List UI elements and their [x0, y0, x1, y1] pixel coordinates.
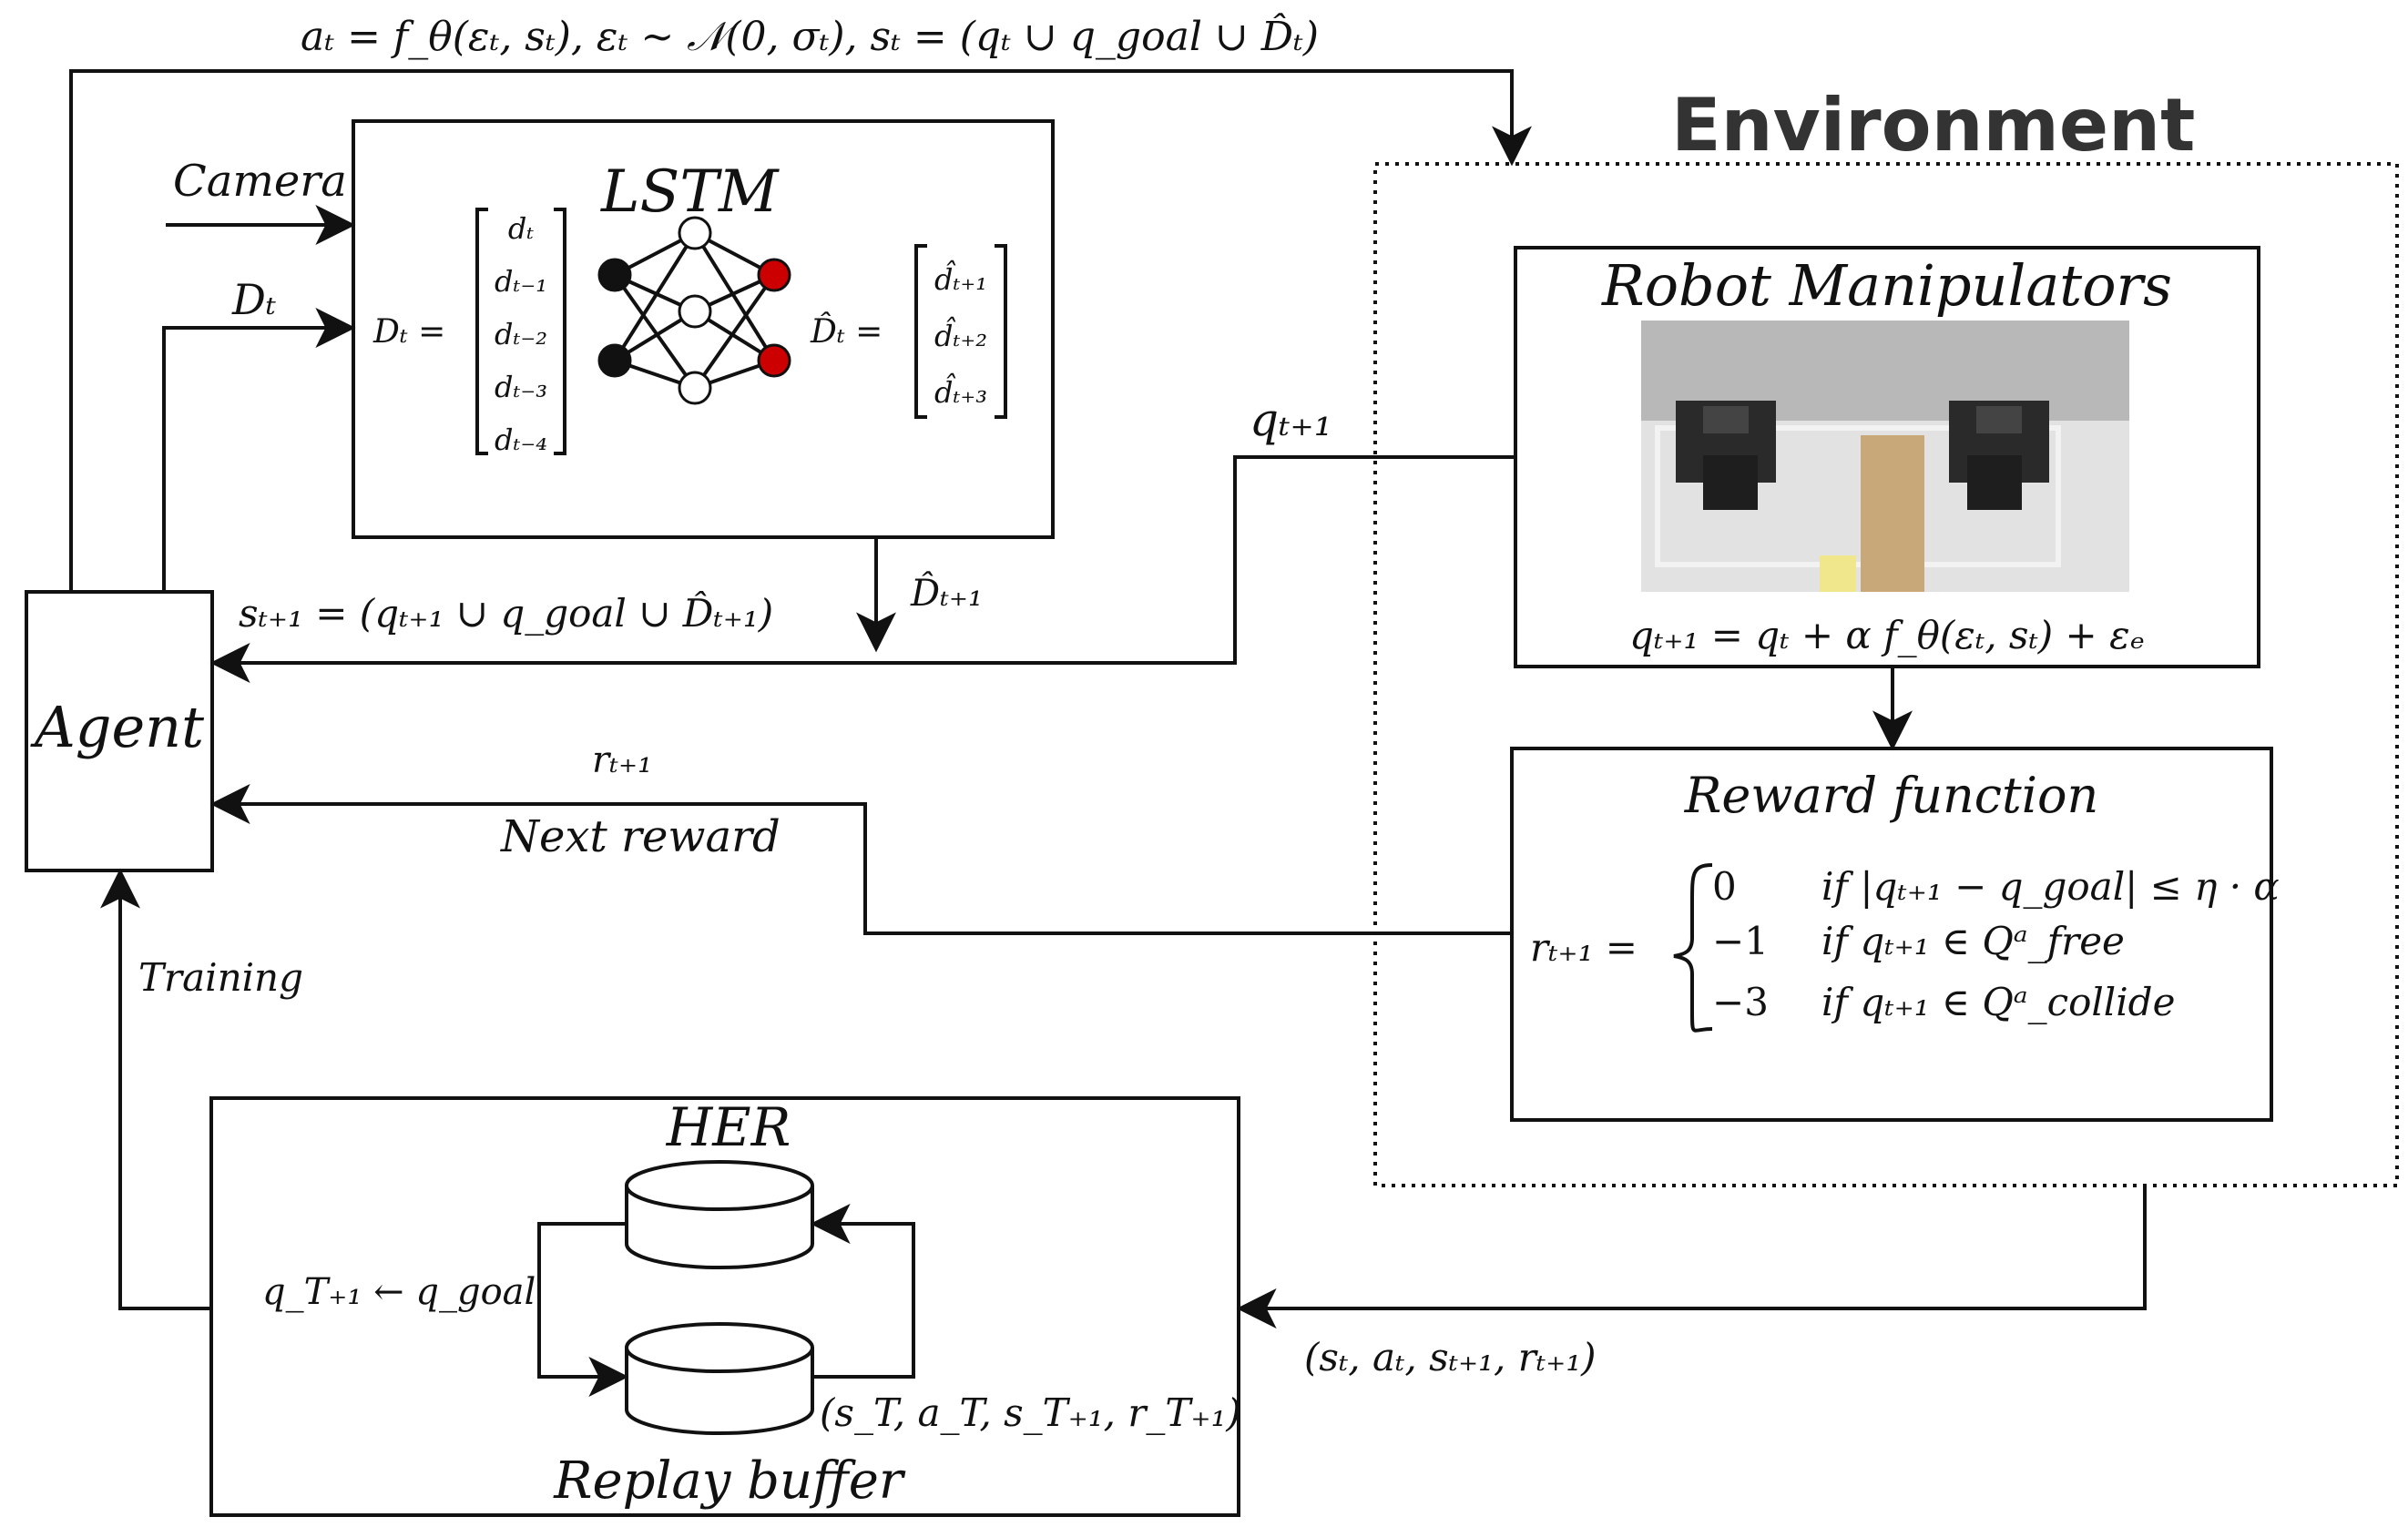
- reward-case-value: 0: [1712, 864, 1737, 909]
- dt-bracket-right: [554, 208, 566, 455]
- replay-buffer-label: Replay buffer: [553, 1451, 906, 1511]
- next-reward-label: Next reward: [500, 811, 781, 862]
- reward-lhs: rₜ₊₁ =: [1530, 925, 1638, 970]
- dt-entry: dₜ₋₂: [495, 317, 547, 351]
- reward-title: Reward function: [1684, 767, 2099, 824]
- reward-case-condition: if qₜ₊₁ ∈ Qᵃ_free: [1821, 919, 2125, 963]
- dt-eq-lhs: Dₜ =: [372, 313, 445, 351]
- robot-update-equation: qₜ₊₁ = qₜ + α f_θ(εₜ, sₜ) + εₑ: [1629, 613, 2145, 657]
- q-next-label: qₜ₊₁: [1250, 393, 1332, 446]
- reward-case-value: −1: [1712, 919, 1769, 963]
- dt-entry: dₜ₋₃: [495, 370, 547, 404]
- environment-box: [1373, 162, 2399, 1187]
- dhat-entry: d̂ₜ₊₁: [934, 260, 987, 297]
- her-to-buffer-arrow: [537, 1222, 629, 1397]
- her-relabel-equation: q_T₊₁ ← q_goal: [262, 1271, 536, 1313]
- agent-label: Agent: [30, 694, 204, 760]
- reward-brace: [1673, 863, 1713, 1033]
- dt-entry: dₜ₋₄: [495, 422, 547, 457]
- state-label: sₜ₊₁ = (qₜ₊₁ ∪ q_goal ∪ D̂ₜ₊₁): [239, 589, 773, 636]
- her-title: HER: [666, 1096, 791, 1158]
- training-label: Training: [138, 955, 303, 1000]
- reward-case-condition: if |qₜ₊₁ − q_goal| ≤ η · α: [1821, 864, 2280, 909]
- robot-box: [1514, 246, 2260, 668]
- dhat-bracket-right: [995, 244, 1007, 419]
- lstm-title: LSTM: [600, 158, 780, 226]
- transition-arrow: [1236, 1186, 2147, 1328]
- reward-arrow: [209, 784, 1512, 935]
- environment-title: Environment: [1671, 83, 2195, 168]
- dhat-eq-lhs: D̂ₜ =: [810, 311, 883, 351]
- action-arrow: [69, 69, 1532, 592]
- neural-network-icon: [597, 216, 791, 405]
- dhat-entry: d̂ₜ₊₂: [934, 316, 987, 353]
- dt-label: Dₜ: [231, 275, 276, 324]
- replay-buffer-database-icon: [625, 1322, 814, 1435]
- reward-case-condition: if qₜ₊₁ ∈ Qᵃ_collide: [1821, 980, 2175, 1024]
- robot-title: Robot Manipulators: [1601, 252, 2172, 319]
- dhat-entry: d̂ₜ₊₃: [934, 372, 987, 410]
- dt-arrow: [162, 308, 356, 592]
- camera-label: Camera: [173, 156, 347, 207]
- dt-bracket-left: [475, 208, 488, 455]
- her-database-icon: [625, 1160, 814, 1269]
- lstm-output-label: D̂ₜ₊₁: [910, 573, 983, 615]
- reward-case-value: −3: [1712, 980, 1769, 1024]
- buffer-tuple: (s_T, a_T, s_T₊₁, r_T₊₁): [820, 1390, 1241, 1435]
- training-arrow: [100, 868, 211, 1310]
- transition-label: (sₜ, aₜ, sₜ₊₁, rₜ₊₁): [1304, 1335, 1597, 1379]
- dt-entry: dₜ: [508, 211, 534, 246]
- dt-entry: dₜ₋₁: [495, 264, 547, 299]
- action-equation: aₜ = f_θ(εₜ, sₜ), εₜ ∼ 𝒩(0, σₜ), sₜ = (q…: [301, 12, 1319, 60]
- reward-symbol: rₜ₊₁: [592, 739, 652, 781]
- buffer-to-her-arrow: [810, 1204, 915, 1379]
- dhat-bracket-left: [914, 244, 927, 419]
- robot-photo: [1641, 321, 2129, 592]
- state-arrow: [209, 455, 1515, 683]
